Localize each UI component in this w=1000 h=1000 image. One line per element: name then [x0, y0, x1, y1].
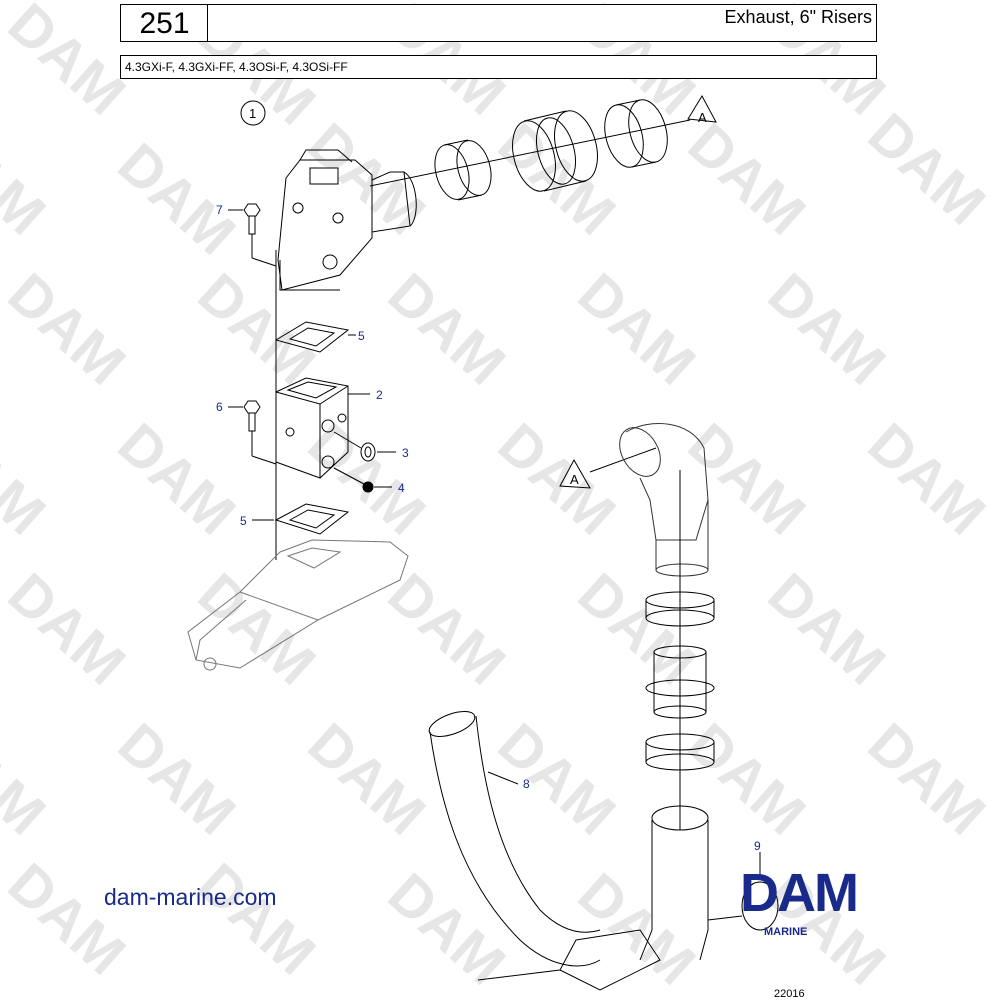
title-box: Exhaust, 6" Risers — [207, 4, 877, 42]
exhaust-manifold — [187, 539, 409, 671]
reference-mark-lower: A — [570, 472, 579, 487]
callout-bolt-lower: 6 — [216, 400, 223, 414]
upper-clamp-2 — [604, 99, 668, 168]
lower-clamp-1 — [645, 591, 715, 627]
axis-line-upper — [369, 119, 691, 187]
plug-large — [333, 431, 396, 462]
lower-clamp-2 — [645, 733, 715, 771]
callout-plug-large: 3 — [402, 446, 409, 460]
brand-wordmark: DAM — [740, 863, 859, 923]
callout-exhaust-pipe: 8 — [523, 777, 530, 791]
lower-gasket — [252, 503, 350, 535]
bolt-lower — [228, 400, 277, 465]
plug-small — [333, 467, 392, 493]
callout-gasket-lower: 5 — [240, 514, 247, 528]
group-marker-label: 1 — [249, 106, 256, 121]
model-list: 4.3GXi-F, 4.3GXi-FF, 4.3OSi-F, 4.3OSi-FF — [125, 60, 348, 74]
callout-hose-clamp: 9 — [754, 839, 761, 853]
upper-gasket — [274, 321, 356, 353]
figure-code: 22016 — [774, 988, 805, 1000]
bolt-upper — [228, 203, 277, 267]
exhaust-elbow — [277, 149, 417, 291]
reference-mark-upper: A — [698, 110, 707, 125]
callout-gasket-upper: 5 — [358, 329, 365, 343]
riser — [275, 377, 370, 479]
reference-triangle-lower — [559, 458, 591, 489]
callout-plug-small: 4 — [398, 481, 405, 495]
callout-riser: 2 — [376, 388, 383, 402]
reference-triangle-upper — [687, 94, 717, 123]
callout-bolt-upper: 7 — [216, 203, 223, 217]
hose-clamp — [707, 852, 779, 931]
models-box: 4.3GXi-F, 4.3GXi-FF, 4.3OSi-F, 4.3OSi-FF — [120, 55, 877, 79]
page-number: 251 — [139, 7, 190, 40]
page-number-box: 251 — [120, 4, 209, 42]
brand-logo: DAM MARINE — [716, 863, 896, 940]
axis-line-lower — [589, 447, 657, 473]
website-link[interactable]: dam-marine.com — [104, 884, 277, 910]
group-marker-circle — [240, 100, 266, 126]
brand-subtitle: MARINE — [764, 926, 808, 938]
lower-bellows — [645, 645, 715, 719]
upper-bellows — [512, 110, 598, 192]
page-title: Exhaust, 6" Risers — [724, 7, 872, 27]
upper-clamp-1 — [434, 139, 492, 201]
exhaust-pipe — [428, 711, 709, 991]
